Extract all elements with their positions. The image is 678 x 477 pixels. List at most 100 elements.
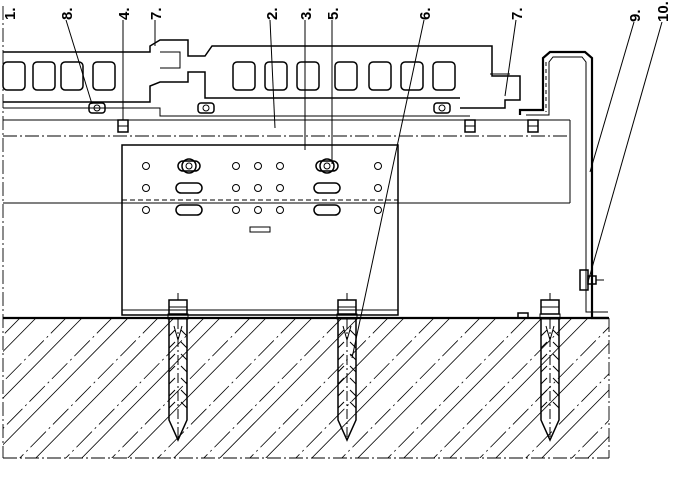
rail-slots	[2, 61, 456, 91]
bracket-holes	[142, 158, 382, 216]
rail-slot	[334, 61, 358, 91]
hatch-line	[3, 318, 83, 399]
hatch-line	[265, 318, 405, 458]
rail-slot	[60, 61, 84, 91]
rail-clip	[88, 102, 106, 114]
callout-1: 1.	[2, 7, 19, 20]
wing-washer	[319, 158, 335, 174]
hatch-line	[35, 318, 175, 458]
wing-slot	[177, 160, 201, 172]
anchor-sleeve	[168, 319, 188, 442]
plate-bolts	[117, 119, 539, 133]
hatch-line	[3, 318, 37, 353]
anchor	[336, 293, 358, 442]
z-profile	[517, 50, 608, 320]
hatch-line	[606, 318, 678, 470]
callout-3: 3.	[298, 7, 315, 20]
hatch-line	[433, 318, 573, 458]
long-slot	[175, 204, 203, 216]
wall-plate	[3, 119, 571, 204]
rail-slot	[92, 61, 116, 91]
hatch-line	[357, 318, 497, 458]
hatch-line	[295, 318, 435, 458]
bracket-hole	[276, 162, 284, 170]
anchor	[539, 293, 561, 442]
bracket-hole	[254, 206, 262, 214]
bracket-hole	[374, 206, 382, 214]
hatch-line	[219, 318, 359, 458]
bracket-hole	[232, 162, 240, 170]
anchors	[167, 293, 561, 442]
hatch-line	[81, 318, 221, 458]
rail-clip-hole	[438, 104, 446, 112]
hatch-line	[249, 318, 389, 458]
rail-slot	[432, 61, 456, 91]
hatch-line	[203, 318, 343, 458]
callout-labels: 1. 2. 3. 4. 5. 6. 7. 7. 8. 9. 10.	[2, 1, 672, 22]
long-slot	[313, 204, 341, 216]
rail-slot	[368, 61, 392, 91]
bracket-hole	[142, 162, 150, 170]
hatch-line	[111, 318, 251, 458]
hatch-line	[341, 318, 481, 458]
wing-washer	[181, 158, 197, 174]
rail-slot	[232, 61, 256, 91]
hatch-line	[403, 318, 543, 458]
hatch-line	[311, 318, 451, 458]
rail-slot	[264, 61, 288, 91]
outline-boundary	[2, 6, 610, 459]
anchor-cone	[342, 325, 352, 342]
hatch-line	[571, 419, 609, 458]
hatch-line	[541, 389, 609, 458]
rail-slot	[2, 61, 26, 91]
anchor-cone	[545, 325, 555, 342]
hatch-line	[173, 318, 313, 458]
bracket-hole	[232, 184, 240, 192]
hatch-line	[387, 318, 527, 458]
hatch-line	[525, 373, 609, 458]
concrete-slab	[3, 316, 678, 470]
hatch-line	[19, 318, 159, 458]
top-rail	[3, 39, 521, 117]
callout-2: 2.	[264, 7, 281, 20]
hatch-line	[3, 318, 129, 446]
anchor-ribs	[337, 329, 357, 409]
rail-clip	[433, 102, 451, 114]
bracket-hole	[374, 162, 382, 170]
bracket-plate	[121, 144, 399, 316]
wing-slot	[315, 160, 339, 172]
bracket-hole	[142, 206, 150, 214]
anchor-sleeve	[540, 319, 560, 442]
anchor-cone	[173, 325, 183, 342]
rail-slot	[296, 61, 320, 91]
hatch-line	[587, 435, 609, 458]
callout-9: 9.	[627, 9, 644, 22]
wing-center	[323, 162, 331, 170]
bracket-hole	[142, 184, 150, 192]
rail-clip-hole	[93, 104, 101, 112]
wing-center	[185, 162, 193, 170]
rail-clip	[197, 102, 215, 114]
bracket-hole	[232, 206, 240, 214]
fixing-screw	[579, 269, 604, 291]
callout-5: 5.	[325, 7, 342, 20]
rail-clip-hole	[202, 104, 210, 112]
callout-7-right: 7.	[509, 7, 526, 20]
hatch-line	[622, 318, 678, 470]
hatch-line	[3, 318, 67, 383]
callout-6: 6.	[417, 7, 434, 20]
hatch-line	[3, 318, 113, 430]
rail-slot	[32, 61, 56, 91]
hatch-line	[449, 318, 589, 458]
rail-slot	[400, 61, 424, 91]
leader-lines	[65, 19, 663, 359]
callout-8: 8.	[59, 7, 76, 20]
anchor-sleeve	[337, 319, 357, 442]
hatch-line	[157, 318, 297, 458]
hatch-line	[652, 318, 678, 470]
long-slot	[313, 182, 341, 194]
callout-4: 4.	[116, 7, 133, 20]
anchor-ribs	[540, 329, 560, 409]
bracket-hole	[254, 184, 262, 192]
